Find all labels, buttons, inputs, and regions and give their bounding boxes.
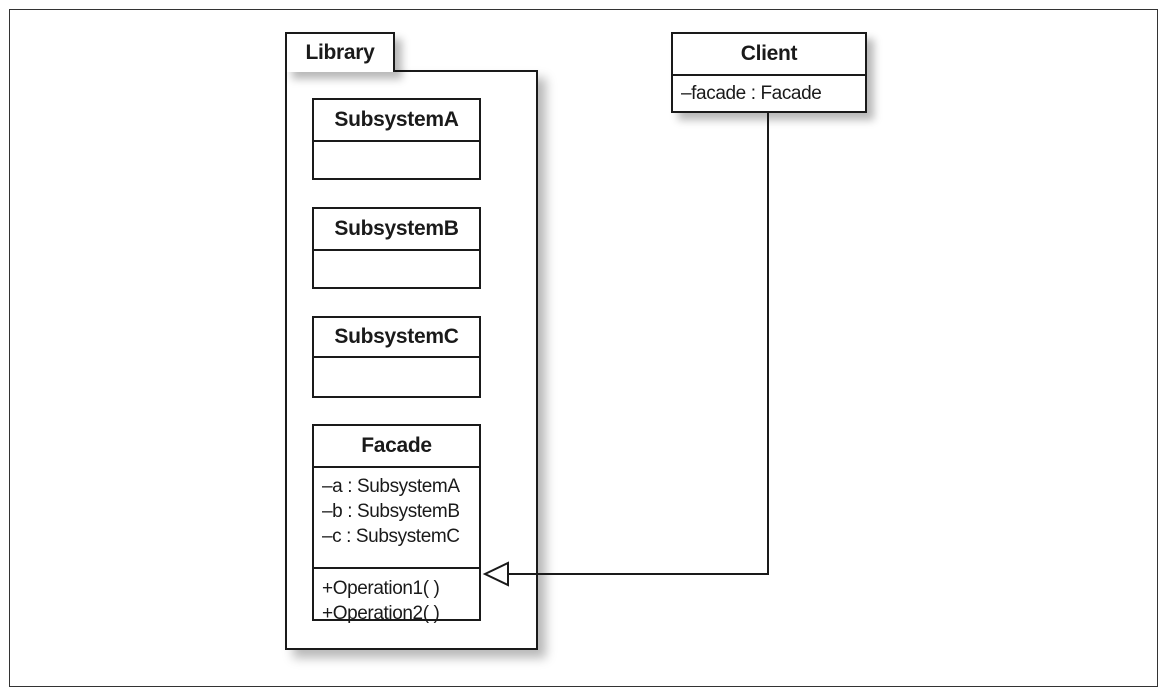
facade-operations: +Operation1( ) +Operation2( ) <box>314 569 479 630</box>
class-name: Facade <box>314 426 479 468</box>
operation: +Operation2( ) <box>322 603 440 624</box>
attribute: –facade : Facade <box>681 83 822 104</box>
class-subsystem-b: SubsystemB <box>312 207 481 289</box>
client-attributes: –facade : Facade <box>673 76 865 110</box>
package-tab: Library <box>285 32 395 72</box>
package-name: Library <box>305 41 375 64</box>
class-client: Client –facade : Facade <box>671 32 867 113</box>
attribute: –b : SubsystemB <box>322 501 460 522</box>
class-name: SubsystemA <box>314 100 479 142</box>
class-name: SubsystemC <box>314 318 479 358</box>
class-subsystem-c: SubsystemC <box>312 316 481 398</box>
attribute: –a : SubsystemA <box>322 476 460 497</box>
facade-attributes: –a : SubsystemA –b : SubsystemB –c : Sub… <box>314 468 479 569</box>
class-facade: Facade –a : SubsystemA –b : SubsystemB –… <box>312 424 481 624</box>
diagram-frame <box>9 9 1158 687</box>
operation: +Operation1( ) <box>322 578 440 599</box>
attribute: –c : SubsystemC <box>322 526 460 547</box>
class-subsystem-a: SubsystemA <box>312 98 481 180</box>
class-name: Client <box>673 34 865 76</box>
class-name: SubsystemB <box>314 209 479 251</box>
